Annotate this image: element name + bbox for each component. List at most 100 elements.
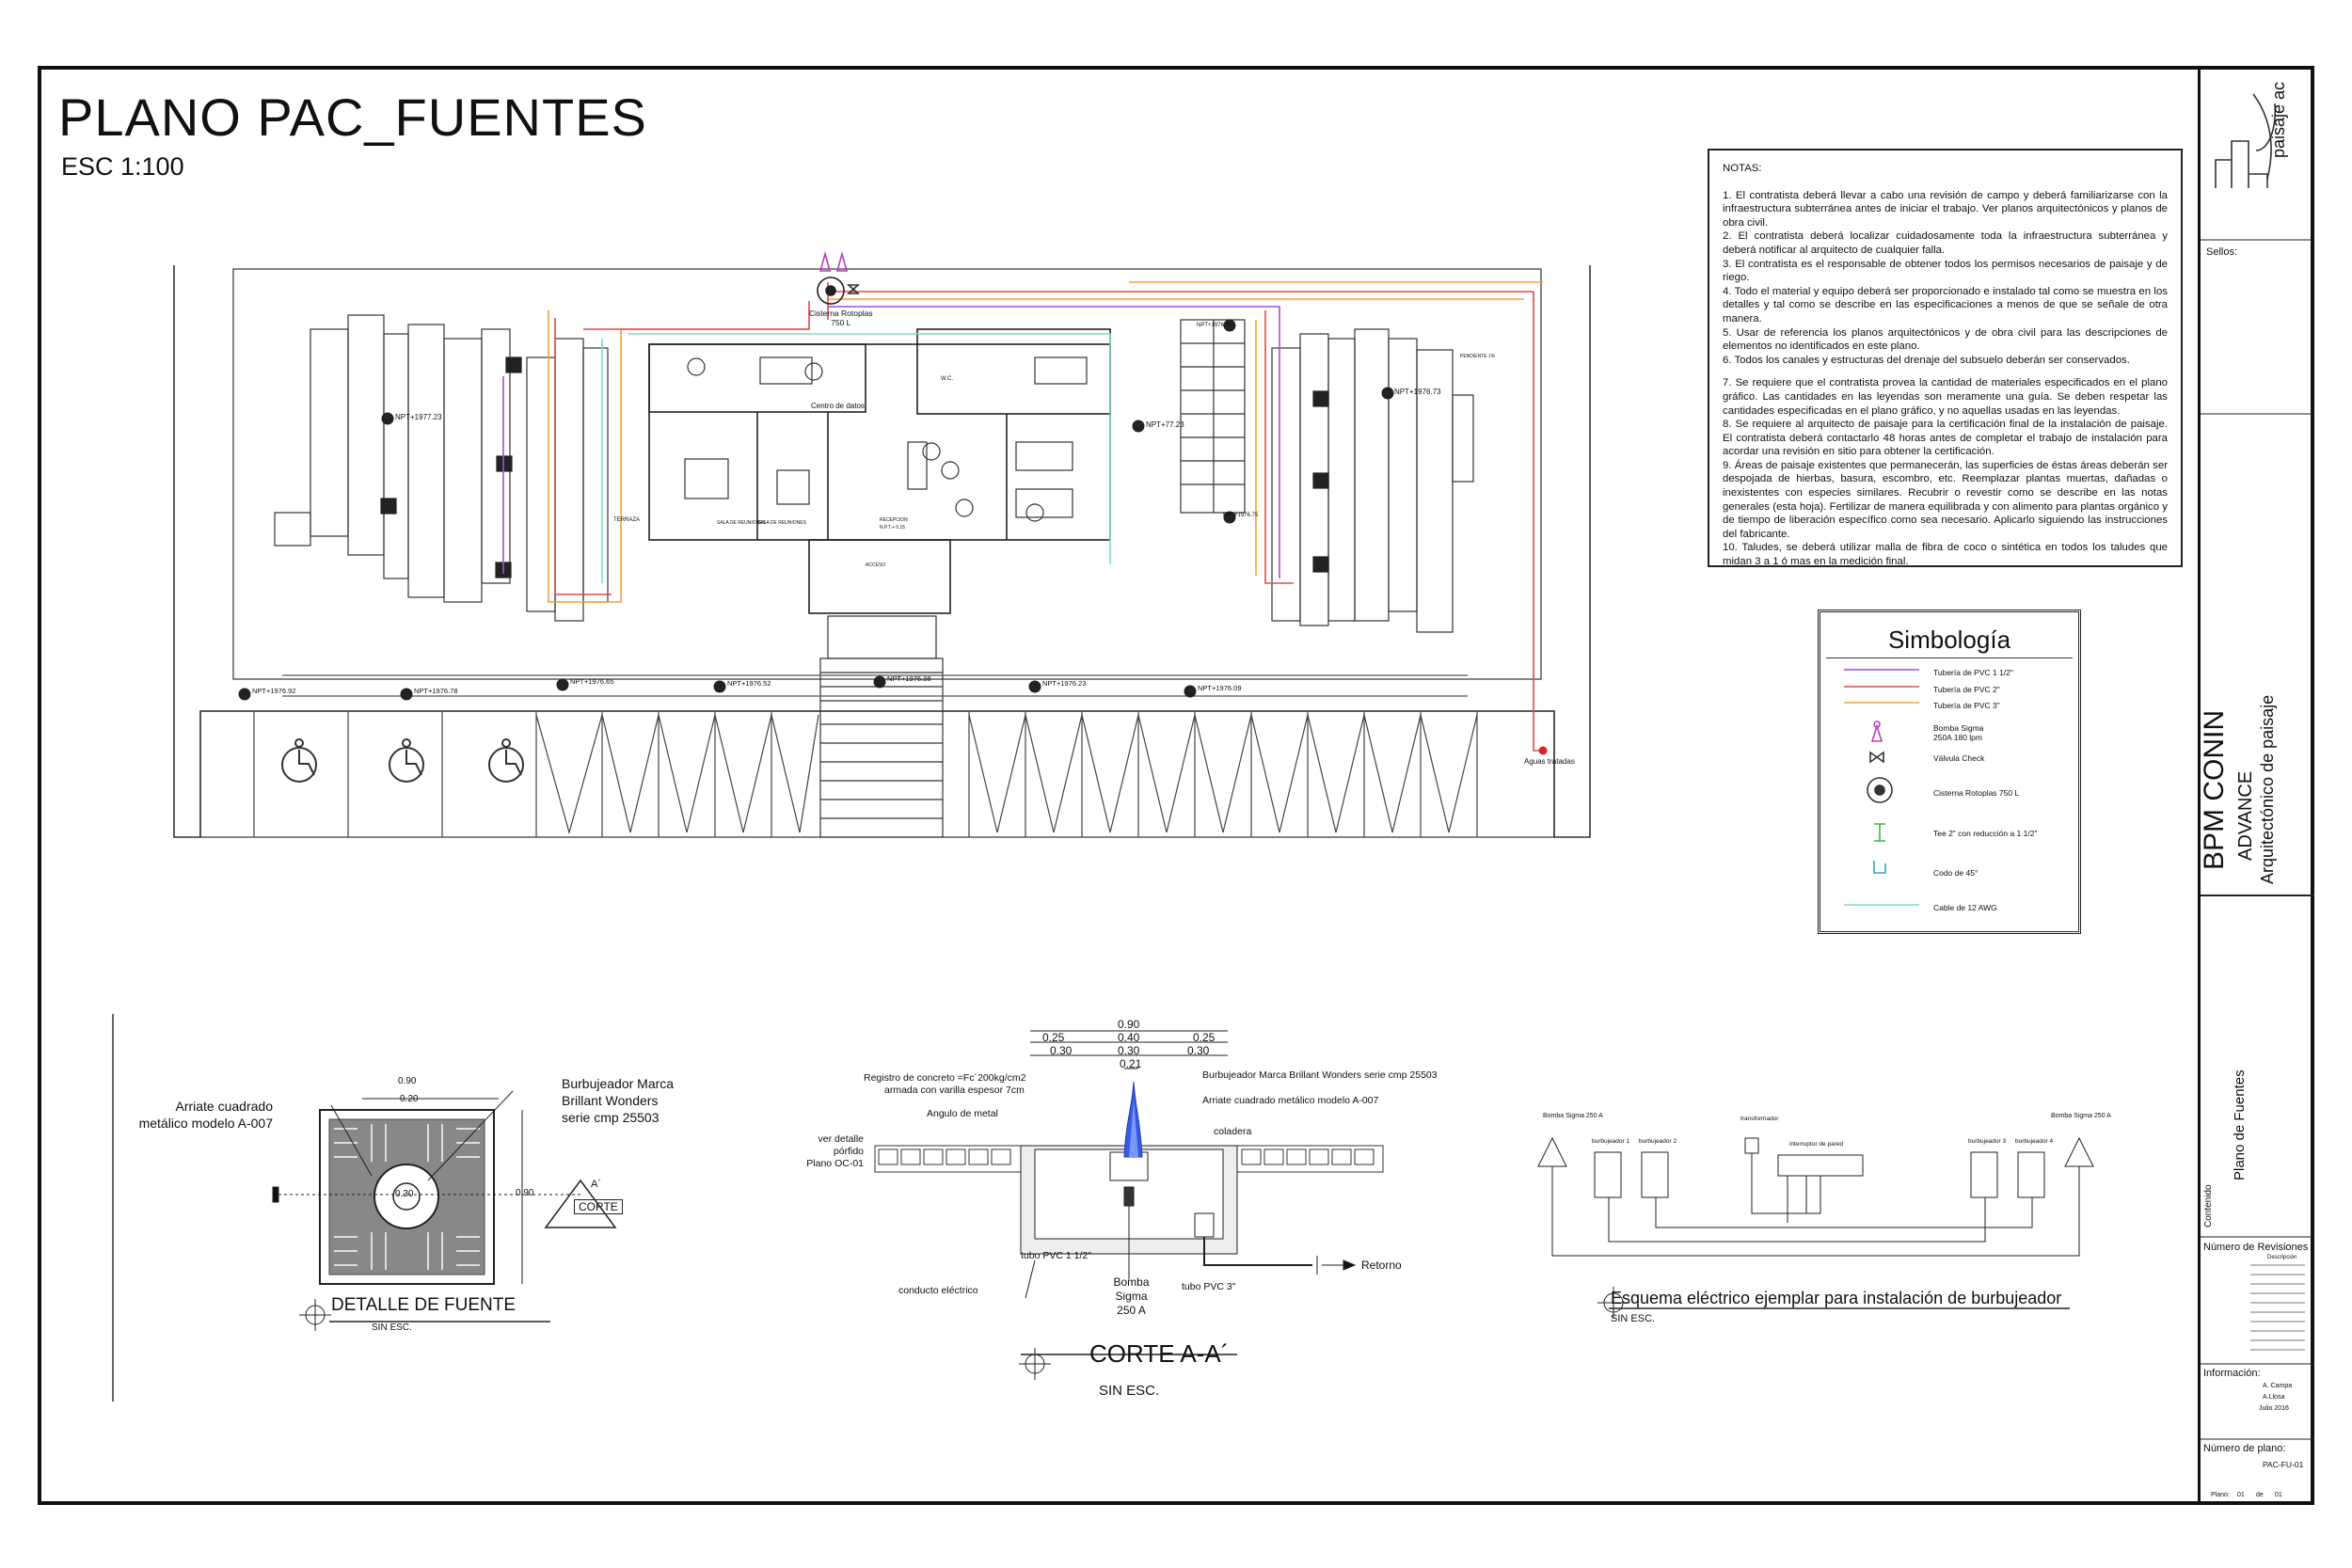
corte-bomba-label-2: Sigma [1115, 1290, 1148, 1303]
corte-retorno-label: Retorno [1361, 1259, 1402, 1272]
corte-arriate-label: Arriate cuadrado metálico modelo A-007 [1202, 1095, 1379, 1106]
title-block [2198, 66, 2314, 1505]
accessible-parking-icon [281, 738, 524, 783]
detail-dim-030: 0.30 [395, 1189, 414, 1199]
corte-tubo-3-label: tubo PVC 3" [1182, 1281, 1236, 1292]
symbology-label: Tee 2" con reducción a 1 1/2" [1933, 829, 2038, 838]
note-item: 7. Se requiere que el contratista provea… [1723, 377, 2168, 417]
section-mark-label: A´ [591, 1179, 601, 1190]
info-line-2: A.Llosa [2263, 1394, 2285, 1401]
esquema-b1: burbujeador 1 [1592, 1138, 1630, 1145]
note-item: 4. Todo el material y equipo deberá ser … [1723, 285, 2168, 325]
plano-label: Plano: [2211, 1492, 2230, 1498]
symbology-label: 250A 180 lpm [1933, 733, 1982, 742]
site-plan [173, 265, 1591, 838]
room-terraza: TERRAZA [613, 517, 641, 523]
corte-ver-detalle-3: Plano OC-01 [806, 1158, 864, 1169]
info-line-1: A. Campa [2263, 1383, 2293, 1389]
cistern-symbol [817, 251, 861, 305]
plano-de: de [2256, 1492, 2264, 1498]
corte-coladera-label: coladera [1214, 1126, 1252, 1137]
page-title: PLANO PAC_FUENTES [58, 87, 647, 147]
level-row-7: NPT+1976.09 [1198, 684, 1242, 692]
corte-dim-g: 0.21 [1120, 1057, 1142, 1070]
symbology-label: Cisterna Rotoplas 750 L [1933, 788, 2020, 798]
level-right: NPT+1976.73 [1394, 388, 1441, 396]
contenido-value: Plano de Fuentes [2232, 1069, 2248, 1180]
symbology-label: Tubería de PVC 2" [1933, 685, 2000, 694]
drawing-frame [38, 66, 2314, 1505]
symbology-label: Válvula Check [1933, 753, 1985, 763]
planters-left [274, 314, 609, 622]
level-marker-icons [238, 319, 1394, 701]
detail-scale: SIN ESC. [372, 1323, 412, 1333]
esquema-bomba-left: Bomba Sigma 250 A [1543, 1113, 1603, 1119]
note-item: 6. Todos los canales y estructuras del d… [1723, 354, 2130, 366]
central-stairs [819, 615, 944, 838]
sellos-label: Sellos: [2206, 246, 2238, 258]
titleblock-lines [2198, 239, 2314, 1440]
corte-tubo-1-label: tubo PVC 1 1/2" [1021, 1250, 1091, 1261]
note-item: 9. Áreas de paisaje existentes que perma… [1723, 459, 2168, 540]
corte-title: CORTE A-A´ [1089, 1339, 1230, 1368]
symbology-label: Tubería de PVC 1 1/2" [1933, 668, 2013, 677]
symbology-icons [1844, 669, 1919, 906]
slope-label: PENDIENTE 1% [1460, 354, 1496, 359]
corte-angulo-label: Angulo de metal [927, 1108, 998, 1119]
esquema-b2: burbujeador 2 [1639, 1138, 1677, 1145]
contenido-label: Contenido [2203, 1184, 2214, 1227]
plano-code: PAC-FU-01 [2263, 1460, 2304, 1469]
note-item: 2. El contratista deberá localizar cuida… [1723, 230, 2168, 256]
aguas-tratadas-label: Aguas tratadas [1524, 757, 1575, 766]
detail-dim-020: 0.20 [400, 1094, 419, 1104]
note-item: 3. El contratista es el responsable de o… [1723, 258, 2168, 284]
descripcion-label: Descripción [2267, 1255, 2297, 1260]
level-row-2: NPT+1976.78 [414, 687, 458, 695]
level-stair-top: NPT+1976.85 [1197, 323, 1232, 328]
level-row-4: NPT+1976.52 [727, 679, 771, 688]
cistern-label-line2: 750 L [831, 318, 851, 327]
project-name: BPM CONIN [2199, 709, 2230, 870]
room-sala-1: SALA DE REUNIONES [717, 520, 766, 526]
info-line-3: Julio 2016 [2259, 1405, 2289, 1412]
level-stair-mid: NPT+1976.75 [1223, 513, 1259, 518]
detail-dim-090-side: 0.90 [516, 1188, 534, 1198]
level-left: NPT+1977.23 [395, 413, 442, 421]
electric-schema [1537, 1136, 2094, 1319]
esquema-b3: burbujeador 3 [1968, 1138, 2007, 1145]
esquema-b4: burbujeador 4 [2015, 1138, 2054, 1145]
logo-text: paisaje ac [2269, 81, 2288, 158]
symbology-panel: Simbología Tubería de PVC 1 1/2" Tubería… [1818, 610, 2081, 934]
pipe-network [502, 281, 1543, 752]
side-stairs [1180, 319, 1246, 514]
plano-total: 01 [2275, 1492, 2282, 1498]
symbology-label: Codo de 45° [1933, 868, 1979, 878]
corte-dim-b: 0.40 [1118, 1031, 1140, 1044]
notes-heading: NOTAS: [1723, 163, 1762, 174]
corte-scale: SIN ESC. [1099, 1383, 1160, 1399]
symbology-label: Bomba Sigma [1933, 723, 1984, 733]
corte-registro-label: Registro de concreto =Fc´200kg/cm2 [864, 1072, 1026, 1084]
notes-panel: NOTAS: 1. El contratista deberá llevar a… [1708, 149, 2183, 567]
page-scale: ESC 1:100 [61, 152, 184, 181]
fountain-markers [380, 356, 1329, 578]
role-label: Arquitectónico de paisaje [2258, 694, 2277, 884]
room-sala-2: SALA DE REUNIONES [757, 520, 806, 526]
room-recepcion-level: N.P.T.+ 0.15 [880, 525, 906, 531]
esquema-interruptor: interruptor de pared [1789, 1141, 1844, 1148]
symbology-label: Tubería de PVC 3" [1933, 701, 2000, 710]
room-wc: W.C. [941, 376, 953, 382]
corte-dim-c: 0.25 [1193, 1031, 1216, 1044]
fountain-detail [112, 1014, 617, 1402]
room-acceso: ACCESO [866, 562, 886, 568]
plano-num: 01 [2237, 1492, 2245, 1498]
level-row-5: NPT+1976.38 [887, 674, 931, 683]
cistern-label-line1: Cisterna Rotoplas [809, 309, 873, 318]
note-item: 10. Taludes, se deberá utilizar malla de… [1723, 542, 2168, 568]
esquema-bomba-right: Bomba Sigma 250 A [2051, 1113, 2111, 1119]
planters-right [1271, 328, 1474, 633]
corte-dim-f: 0.30 [1187, 1044, 1210, 1057]
revisiones-label: Número de Revisiones [2203, 1242, 2309, 1253]
